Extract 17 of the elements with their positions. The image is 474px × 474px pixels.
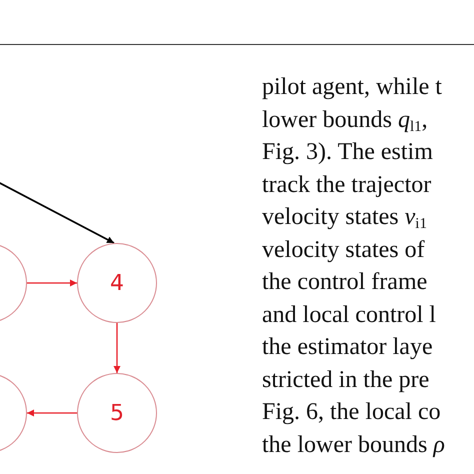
arrow — [114, 323, 120, 373]
paragraph-line: velocity states v$_{i1}$ — [262, 203, 427, 234]
node-number: 5 — [110, 400, 124, 426]
paragraph-line: Fig. 3). The estim — [262, 138, 433, 167]
paragraph-line: lower bounds q$_{l1}$, — [262, 106, 428, 136]
paragraph-line: track the trajector — [262, 170, 432, 200]
paragraph-line: the control frame — [262, 268, 428, 297]
paragraph-line: and local control l — [262, 300, 436, 330]
node-number: 4 — [110, 270, 124, 296]
paragraph-line: stricted in the pre — [262, 366, 430, 394]
paragraph-line: Fig. 6, the local co — [262, 398, 441, 427]
paragraph-line: the lower bounds ρ — [262, 430, 445, 460]
paragraph-line: pilot agent, while t — [262, 73, 442, 102]
arrow — [27, 410, 77, 416]
paragraph-line: the estimator laye — [262, 333, 433, 362]
paragraph-line: velocity states of — [262, 236, 425, 264]
arrow — [27, 280, 77, 286]
